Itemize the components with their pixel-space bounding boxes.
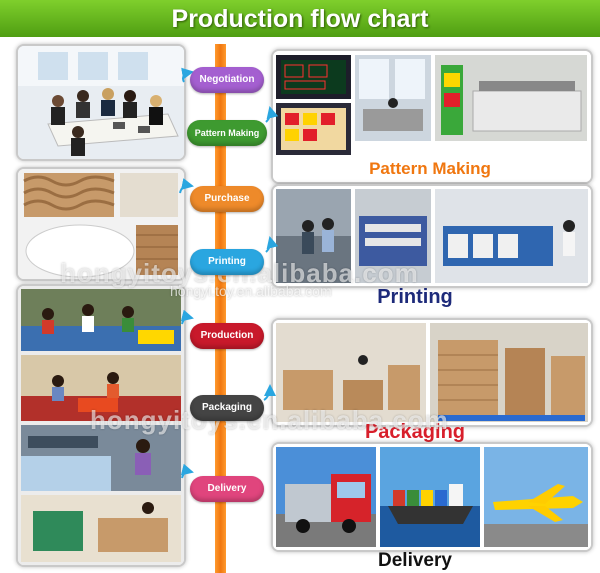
timeline-spine: [215, 44, 226, 573]
delivery-photo-panel: [271, 442, 593, 552]
printing-caption: Printing: [377, 286, 453, 308]
packaging-caption: Packaging: [364, 421, 466, 443]
page-title: Production flow chart: [171, 5, 429, 33]
purchase-photo-panel: [16, 167, 186, 281]
packaging-photo-panel: [271, 318, 593, 427]
pattern-making-photo-panel: [271, 49, 593, 184]
carton-stacks-photos: [273, 320, 591, 425]
watermark-packaging: hongyitoys.en.alibaba.com: [90, 405, 449, 435]
printing-photo-panel: [271, 184, 593, 288]
meeting-room-photo: [18, 46, 184, 159]
header-banner: Production flow chart: [0, 0, 600, 37]
step-pattern-making: Pattern Making: [187, 120, 267, 146]
delivery-caption: Delivery: [378, 550, 452, 571]
paper-materials-photo: [18, 169, 184, 279]
negotiation-photo-panel: [16, 44, 186, 161]
step-packaging: Packaging: [190, 395, 264, 421]
production-line-photos: [18, 286, 184, 565]
step-production: Production: [190, 323, 264, 349]
pattern-making-photos: [273, 51, 591, 182]
production-photo-panel: [16, 284, 186, 567]
delivery-transport-photos: [273, 444, 591, 550]
watermark-small: hongyi.toy.en.alibaba.com: [170, 283, 332, 299]
step-negotiation: Negotiation: [190, 67, 264, 93]
pattern-making-caption: Pattern Making: [369, 159, 491, 178]
step-delivery: Delivery: [190, 476, 264, 502]
step-printing: Printing: [190, 249, 264, 275]
printing-machine-photos: [273, 186, 591, 286]
step-purchase: Purchase: [190, 186, 264, 212]
